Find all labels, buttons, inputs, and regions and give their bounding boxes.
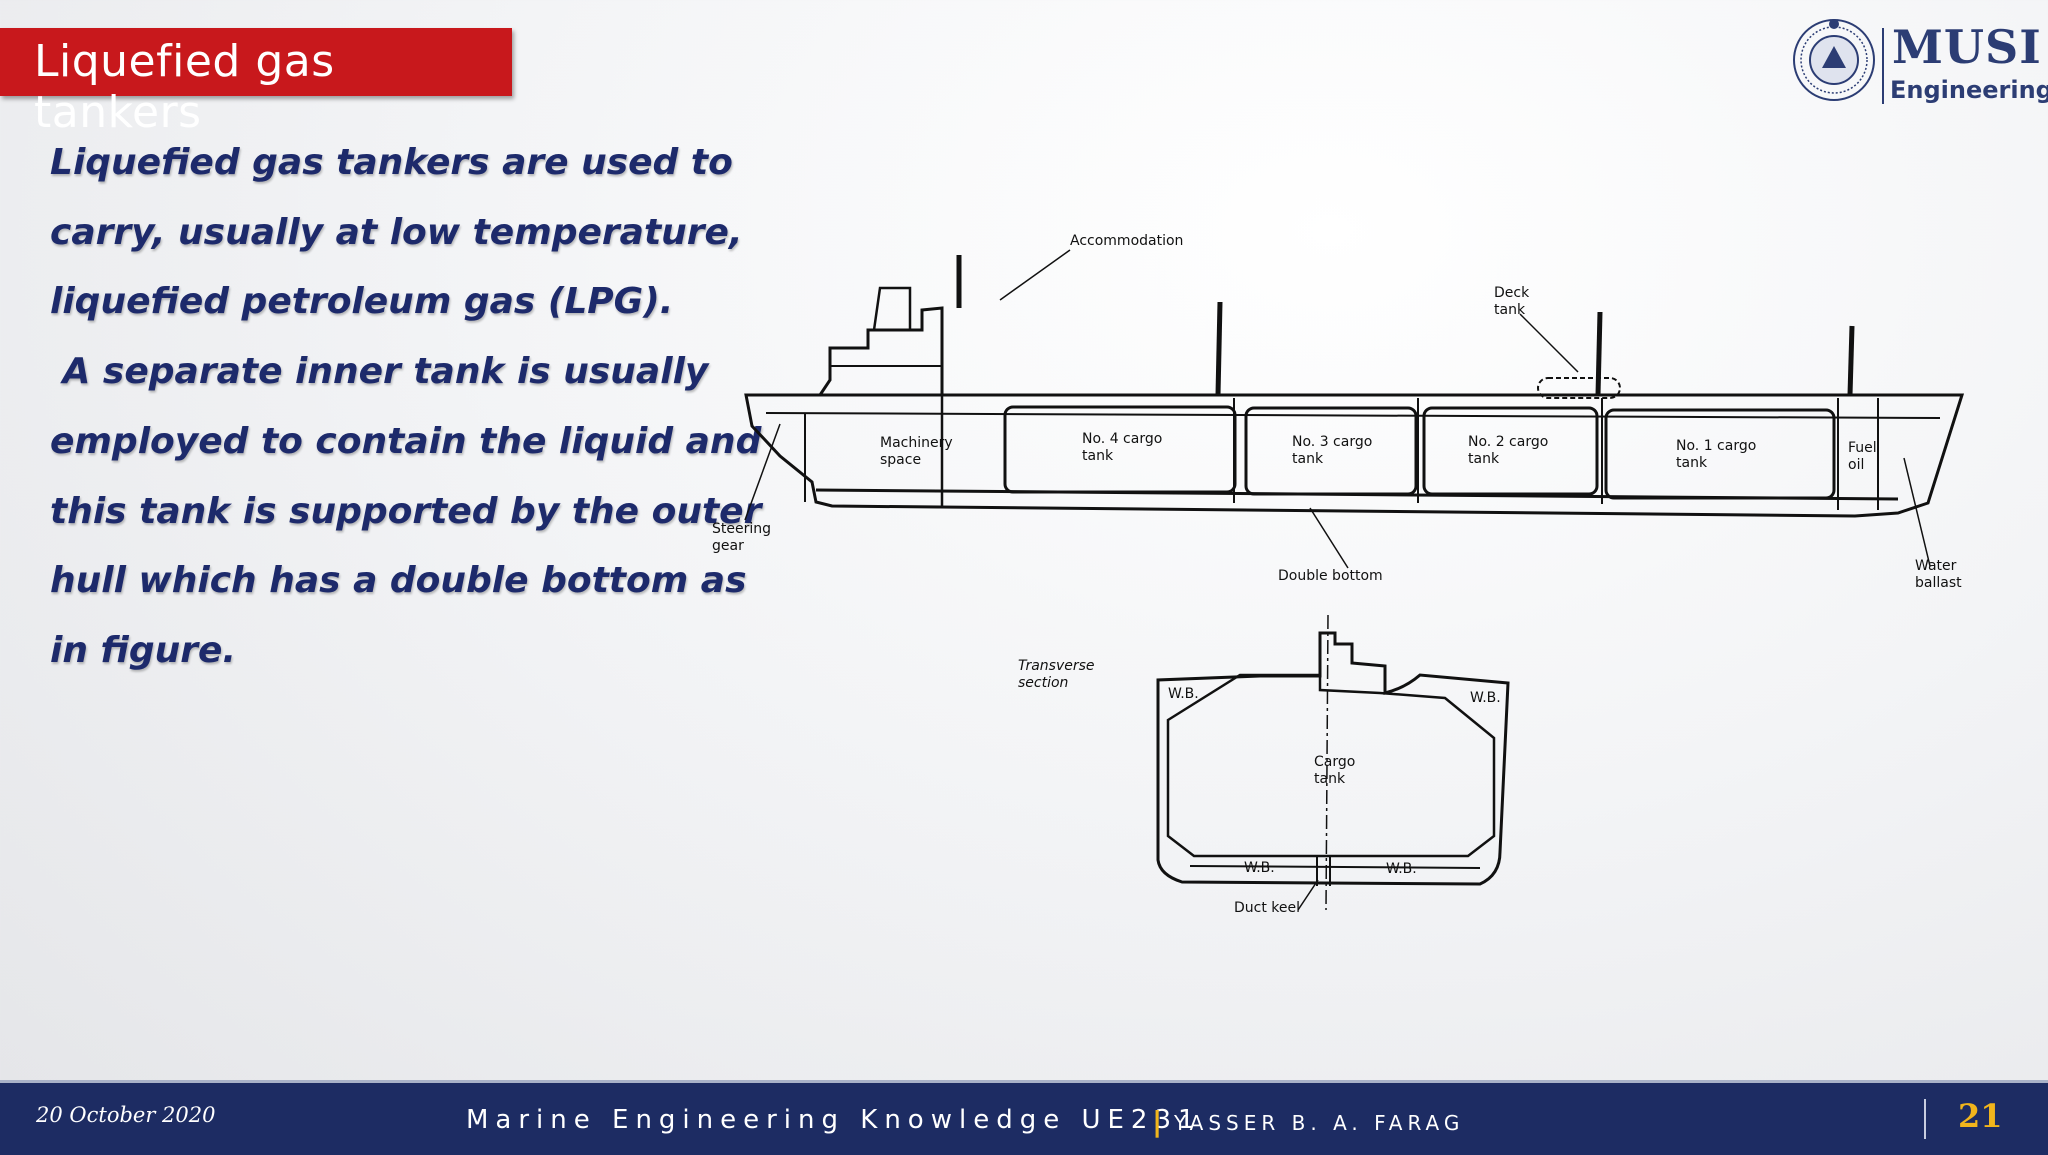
label-accommodation: Accommodation xyxy=(1070,233,1183,249)
footer-divider xyxy=(1924,1099,1926,1139)
label-no3-2: tank xyxy=(1292,451,1324,467)
slide-title-bar: Liquefied gas tankers xyxy=(0,28,512,138)
logo-subtitle: Engineering xyxy=(1890,76,2048,104)
body-line: employed to contain the liquid and xyxy=(50,420,762,462)
label-steering-2: gear xyxy=(712,538,744,554)
footer-course: Marine Engineering Knowledge UE231 xyxy=(466,1105,1202,1135)
page-number: 21 xyxy=(1958,1097,2003,1135)
slide-footer: 20 October 2020 Marine Engineering Knowl… xyxy=(0,1080,2048,1155)
label-transverse-1: Transverse xyxy=(1018,658,1095,674)
body-line: hull which has a double bottom as xyxy=(50,560,747,602)
transverse-hull xyxy=(1156,631,1510,886)
label-no1-1: No. 1 cargo xyxy=(1676,438,1756,454)
label-water-ballast-1: Water xyxy=(1915,558,1957,574)
body-line: in figure. xyxy=(50,629,237,671)
logo-title: MUSI xyxy=(1892,20,2042,74)
body-line: this tank is supported by the outer xyxy=(50,490,762,532)
label-cargo-tank-1: Cargo xyxy=(1314,754,1355,770)
slide-title: Liquefied gas tankers xyxy=(34,36,335,138)
label-wb-bottom-left: W.B. xyxy=(1244,860,1275,876)
label-fuel-2: oil xyxy=(1848,457,1864,473)
label-wb-top-right: W.B. xyxy=(1470,690,1501,706)
label-cargo-tank-2: tank xyxy=(1314,771,1346,787)
body-line: A separate inner tank is usually xyxy=(50,351,709,393)
label-no2-2: tank xyxy=(1468,451,1500,467)
label-deck-tank-2: tank xyxy=(1494,302,1526,318)
footer-author: YASSER B. A. FARAG xyxy=(1174,1111,1465,1135)
hull-outline xyxy=(744,393,1965,518)
label-no1-2: tank xyxy=(1676,455,1708,471)
superstructure xyxy=(818,306,944,396)
label-machinery-1: Machinery xyxy=(880,435,953,451)
body-line: liquefied petroleum gas (LPG). xyxy=(50,281,674,323)
label-transverse-2: section xyxy=(1018,675,1068,691)
label-double-bottom: Double bottom xyxy=(1278,568,1383,584)
body-line: carry, usually at low temperature, xyxy=(50,211,743,253)
body-line: Liquefied gas tankers are used to xyxy=(50,142,733,183)
label-wb-top-left: W.B. xyxy=(1168,686,1199,702)
label-water-ballast-2: ballast xyxy=(1915,575,1962,591)
label-fuel-1: Fuel xyxy=(1848,440,1877,456)
label-duct-keel: Duct keel xyxy=(1234,900,1300,916)
label-steering-1: Steering xyxy=(712,521,771,537)
footer-date: 20 October 2020 xyxy=(36,1103,216,1127)
logo-divider xyxy=(1882,28,1884,104)
slide-body-text: Liquefied gas tankers are used to carry,… xyxy=(50,128,762,686)
musi-logo-emblem-icon xyxy=(1793,19,1875,101)
label-no4-1: No. 4 cargo xyxy=(1082,431,1162,447)
label-no2-1: No. 2 cargo xyxy=(1468,434,1548,450)
label-machinery-2: space xyxy=(880,452,921,468)
label-deck-tank-1: Deck xyxy=(1494,285,1530,301)
tanker-diagram: Accommodation Deck tank Machinery space … xyxy=(712,233,1965,916)
label-no4-2: tank xyxy=(1082,448,1114,464)
footer-separator: | xyxy=(1152,1105,1163,1138)
label-wb-bottom-right: W.B. xyxy=(1386,861,1417,877)
label-no3-1: No. 3 cargo xyxy=(1292,434,1372,450)
